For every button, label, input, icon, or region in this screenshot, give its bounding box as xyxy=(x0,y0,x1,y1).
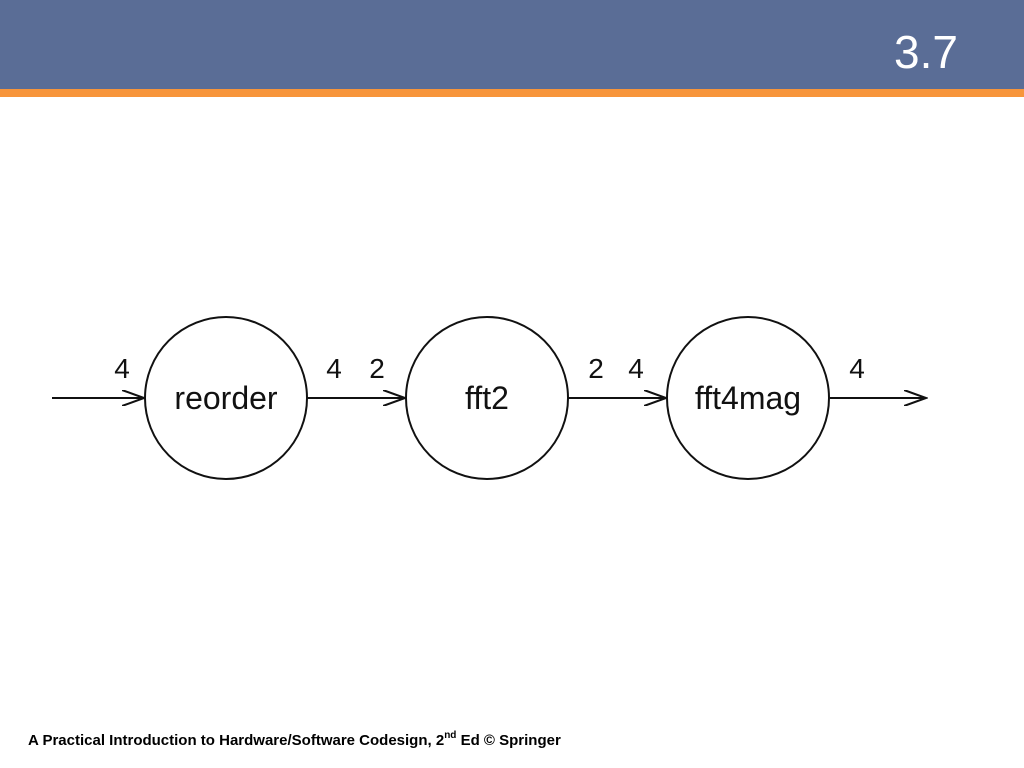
footer-citation: A Practical Introduction to Hardware/Sof… xyxy=(28,730,561,750)
node-reorder-label: reorder xyxy=(174,380,278,416)
rate-label-reorder-out: 4 xyxy=(326,353,342,384)
node-reorder xyxy=(144,316,308,480)
node-fft2-label: fft2 xyxy=(465,380,509,416)
rate-label-fft4mag-in: 4 xyxy=(628,353,644,384)
footer-text-before: A Practical Introduction to Hardware/Sof… xyxy=(28,732,445,749)
header-bar xyxy=(0,0,1024,89)
node-fft2 xyxy=(405,316,569,480)
footer-superscript: nd xyxy=(444,730,457,741)
rate-label-reorder-in: 4 xyxy=(114,353,130,384)
node-fft4mag-label: fft4mag xyxy=(695,380,801,416)
header-accent-stripe xyxy=(0,89,1024,97)
footer-text-after: Ed © Springer xyxy=(456,732,561,749)
node-fft4mag xyxy=(666,316,830,480)
rate-label-fft4mag-out: 4 xyxy=(849,353,865,384)
slide-number: 3.7 xyxy=(894,26,958,78)
rate-label-fft2-out: 2 xyxy=(588,353,604,384)
rate-label-fft2-in: 2 xyxy=(369,353,385,384)
